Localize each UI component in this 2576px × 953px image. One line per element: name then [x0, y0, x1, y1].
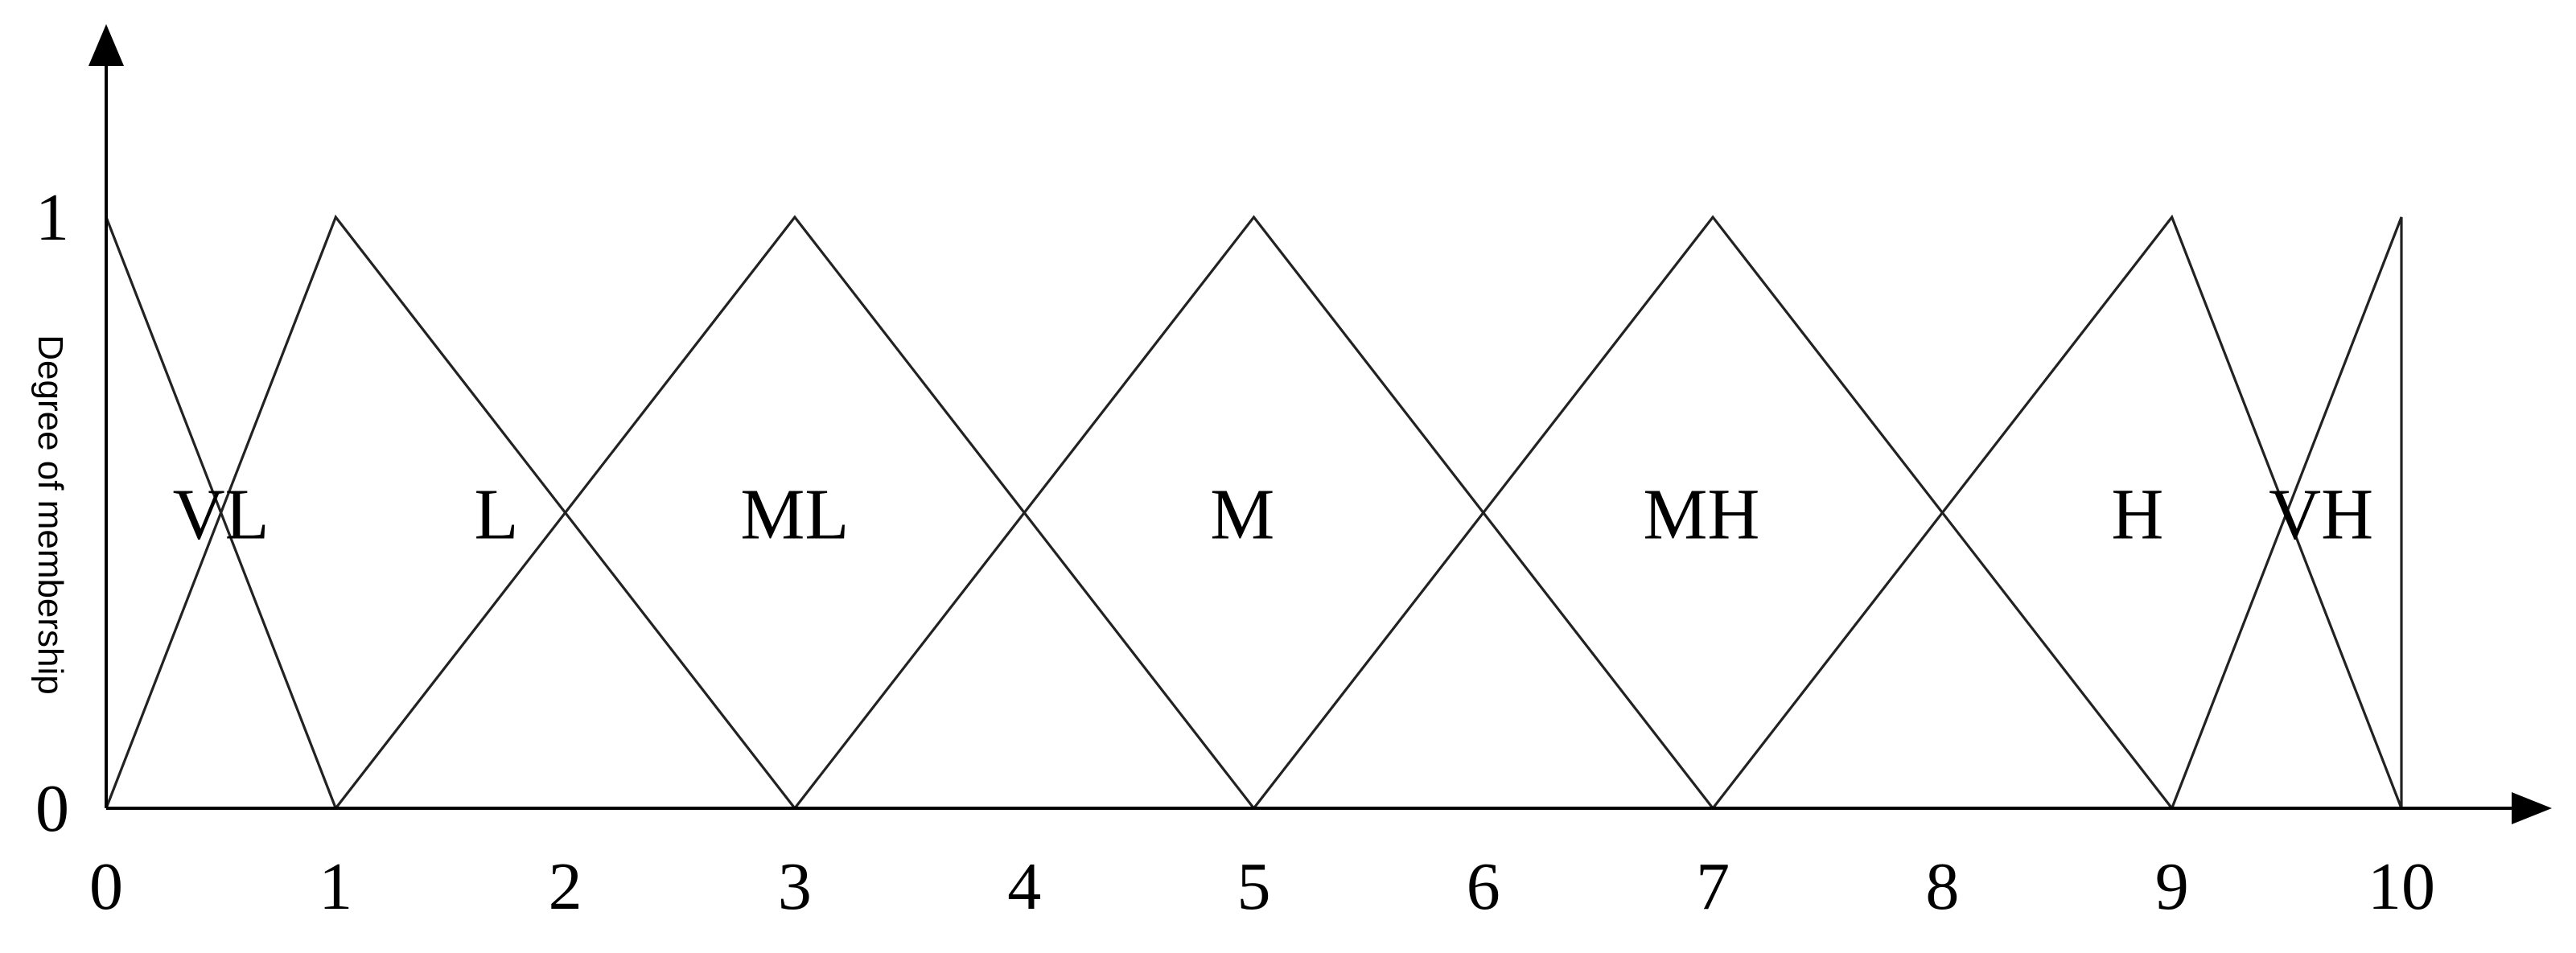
membership-line-mh: [1253, 215, 2173, 809]
x-tick-label: 7: [1696, 849, 1730, 924]
membership-lines: [105, 214, 2403, 809]
set-label-m: M: [1210, 475, 1274, 555]
y-tick-label: 0: [35, 771, 69, 846]
x-tick-label: 2: [549, 849, 582, 924]
set-label-mh: MH: [1643, 475, 1759, 555]
y-axis-title: Degree of membership: [31, 335, 70, 695]
membership-line-ml: [335, 215, 1255, 809]
membership-line-l: [105, 214, 796, 809]
set-label-ml: ML: [740, 475, 849, 555]
y-tick-label: 1: [35, 180, 69, 255]
x-tick-label: 10: [2368, 849, 2435, 924]
x-tick-label: 5: [1237, 849, 1271, 924]
y-tick-labels: 01: [35, 180, 69, 846]
fuzzy-set-labels: VL L ML M MH H VH: [173, 475, 2373, 555]
membership-line-h: [1711, 214, 2403, 809]
membership-line-m: [793, 215, 1714, 809]
x-tick-label: 1: [319, 849, 352, 924]
x-tick-label: 3: [778, 849, 812, 924]
x-axis-arrow-icon: [2512, 792, 2552, 824]
x-tick-label: 6: [1467, 849, 1500, 924]
x-tick-label: 8: [1925, 849, 1959, 924]
set-label-vl: VL: [173, 475, 270, 555]
x-tick-labels: 0 1 2 3 4 5 6 7 8 9 10: [89, 849, 2435, 924]
set-label-l: L: [475, 475, 519, 555]
set-label-vh: VH: [2269, 475, 2373, 555]
y-axis-arrow-icon: [88, 24, 124, 66]
x-tick-label: 9: [2155, 849, 2189, 924]
x-tick-label: 0: [89, 849, 123, 924]
membership-line-vh: [2171, 216, 2403, 809]
set-label-h: H: [2111, 475, 2163, 555]
x-tick-label: 4: [1007, 849, 1041, 924]
